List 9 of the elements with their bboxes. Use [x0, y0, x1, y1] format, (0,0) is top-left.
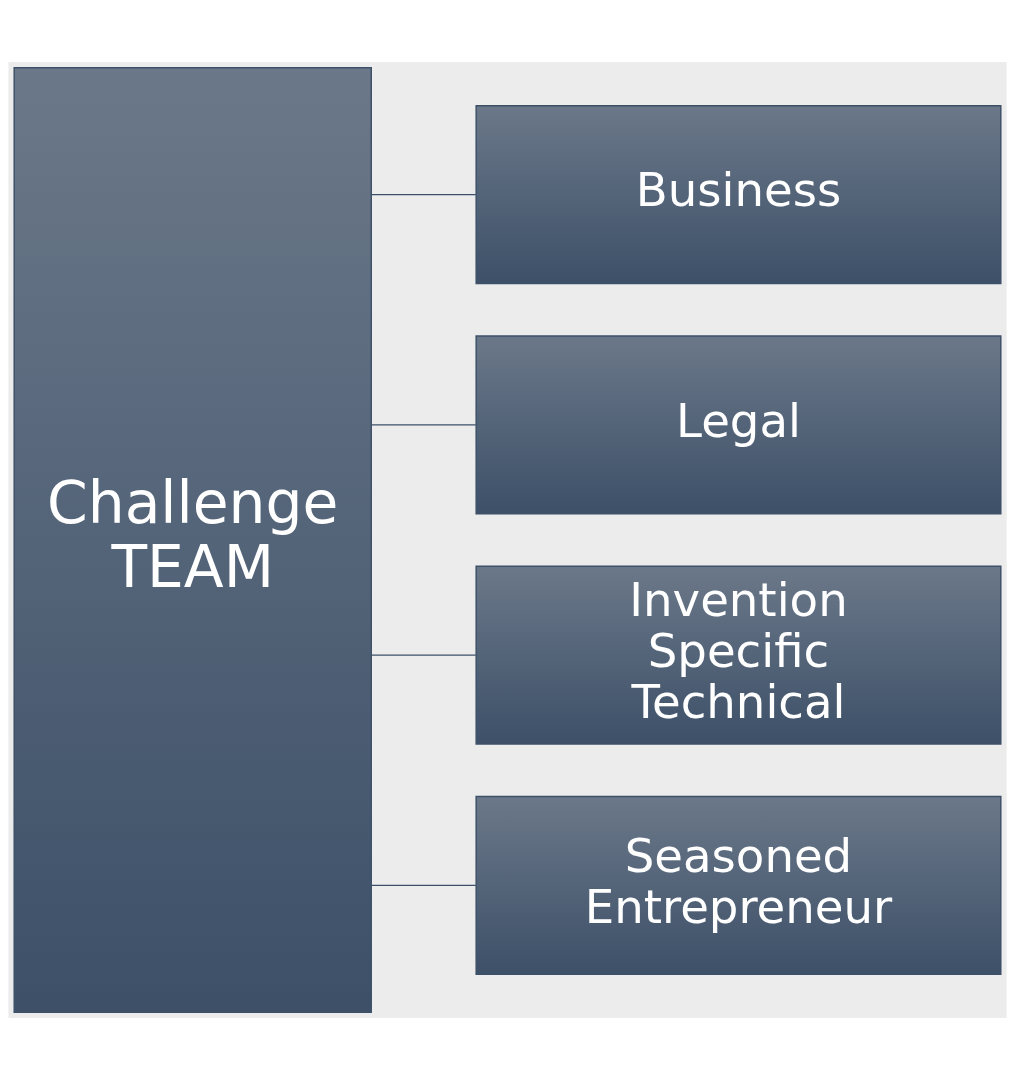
- node-box: Business: [475, 104, 1002, 284]
- connector: [370, 423, 477, 426]
- connector: [370, 653, 477, 656]
- node-box: Legal: [475, 334, 1002, 514]
- node-box: Challenge TEAM: [13, 66, 372, 1013]
- connector: [370, 193, 477, 195]
- connector: [370, 884, 477, 886]
- node-box: Invention Specific Technical: [475, 565, 1002, 745]
- node-box: Seasoned Entrepreneur: [475, 795, 1002, 975]
